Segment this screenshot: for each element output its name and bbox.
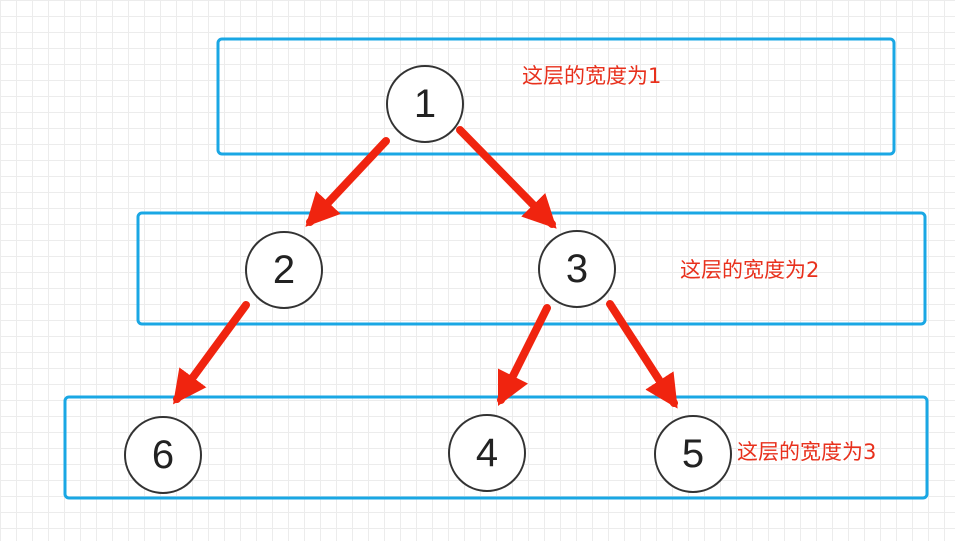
edge-3-to-4 (497, 304, 551, 407)
tree-edges (173, 126, 678, 409)
tree-node-1: 1 (386, 65, 464, 143)
node-circle (124, 416, 202, 494)
level-1-width-label: 这层的宽度为1 (522, 64, 661, 88)
level-3-width-label: 这层的宽度为3 (737, 440, 876, 464)
node-label: 2 (273, 248, 295, 292)
node-circle (448, 414, 526, 492)
edge-1-to-2 (305, 137, 390, 227)
node-label: 4 (476, 431, 498, 475)
node-circle (386, 65, 464, 143)
node-label: 5 (682, 432, 704, 476)
tree-node-4: 4 (448, 414, 526, 492)
level-2-width-label: 这层的宽度为2 (680, 258, 819, 282)
node-circle (538, 230, 616, 308)
tree-node-2: 2 (245, 231, 323, 309)
node-label: 6 (152, 433, 174, 477)
edge-1-to-3 (456, 126, 557, 229)
edge-2-to-6 (173, 301, 250, 405)
node-circle (245, 231, 323, 309)
level-3-box (63, 395, 929, 500)
edge-3-to-5 (606, 300, 678, 409)
level-1-box (216, 37, 896, 156)
node-label: 3 (566, 247, 588, 291)
tree-node-6: 6 (124, 416, 202, 494)
tree-node-3: 3 (538, 230, 616, 308)
tree-node-5: 5 (654, 415, 732, 493)
node-circle (654, 415, 732, 493)
node-label: 1 (414, 82, 436, 126)
